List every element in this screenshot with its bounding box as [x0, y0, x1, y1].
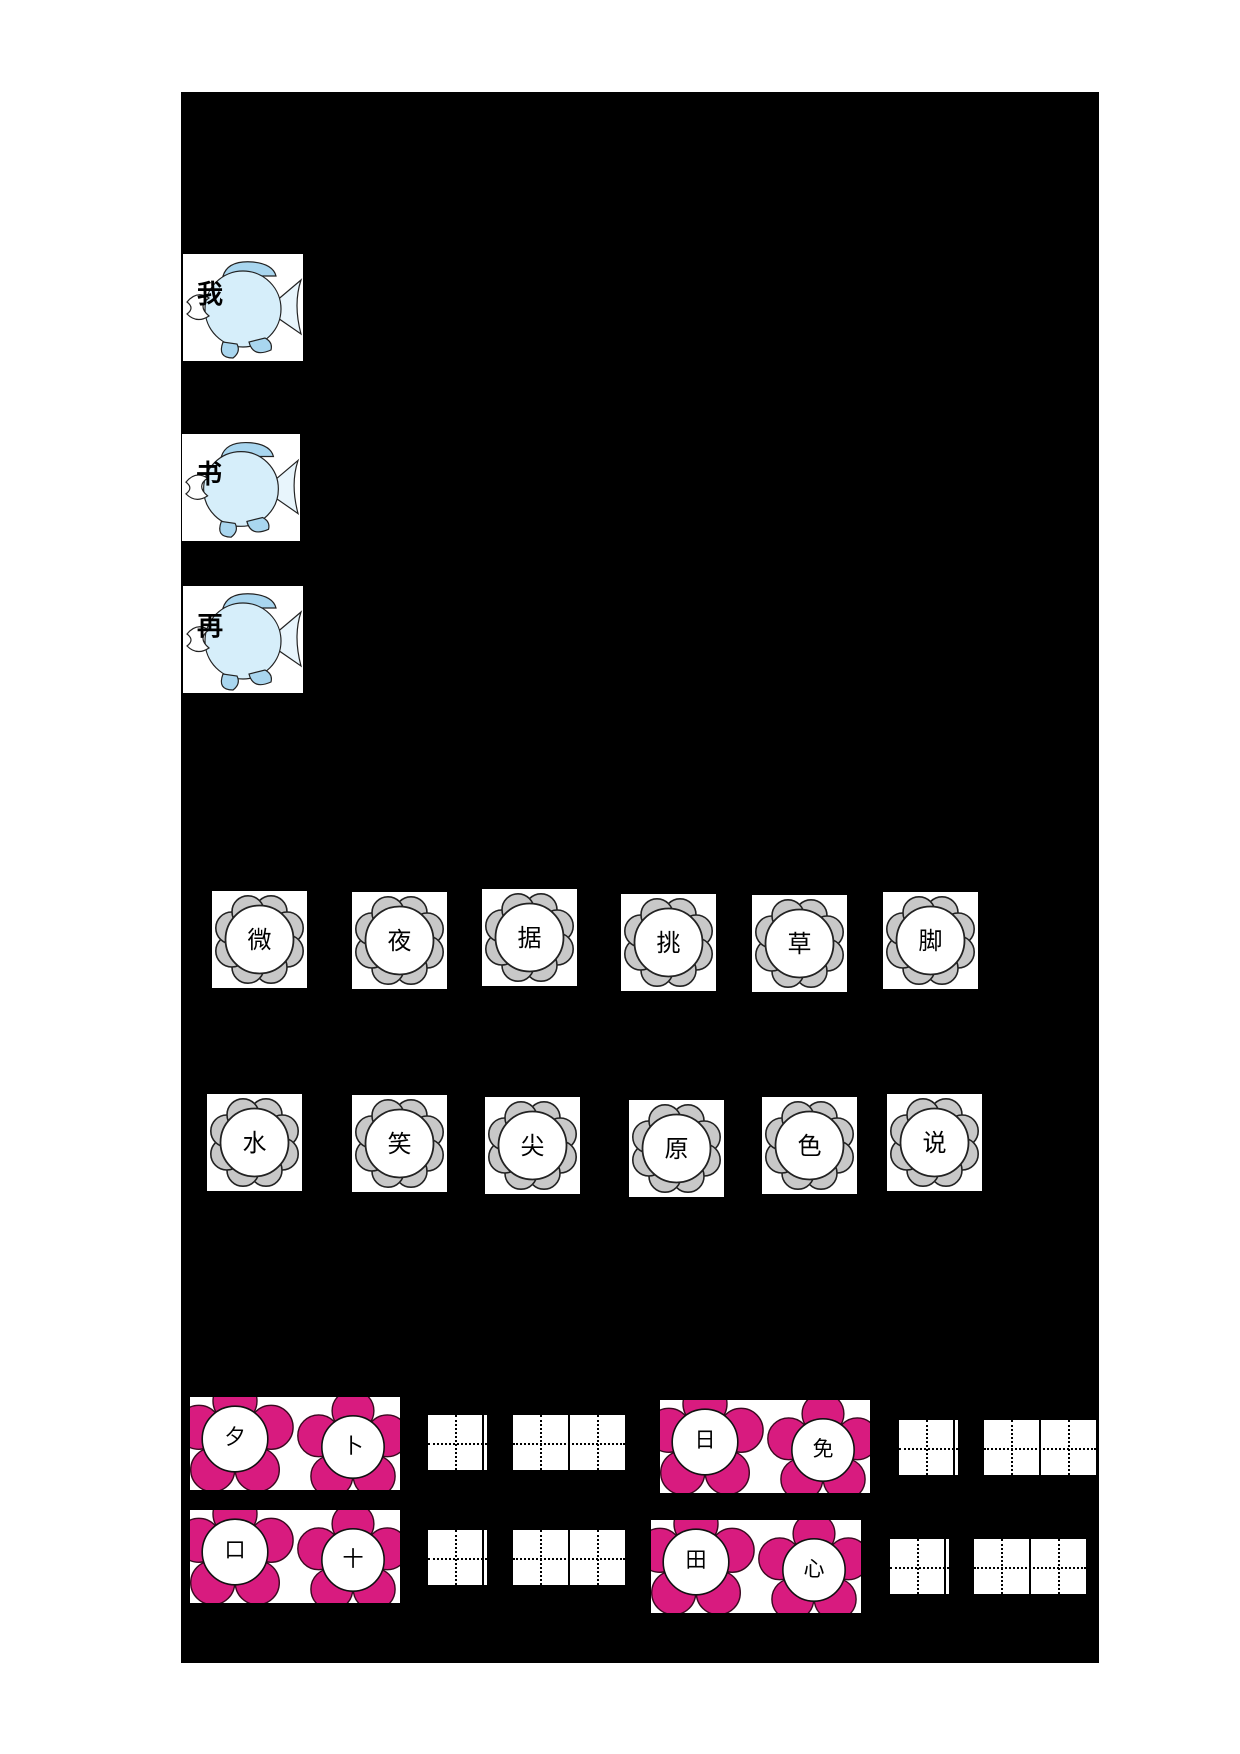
- pink-flower-pair-card: 日 免: [660, 1400, 870, 1493]
- flower-card: 据: [482, 889, 577, 986]
- gray-flower-icon: [889, 1097, 979, 1187]
- fish-icon: [186, 261, 303, 359]
- gray-flower-icon: [885, 895, 975, 985]
- writing-grid-double[interactable]: [984, 1420, 1096, 1475]
- flower-character: 尖: [520, 1131, 545, 1160]
- gray-flower-icon: [764, 1100, 854, 1190]
- flower-card: 水: [207, 1094, 302, 1191]
- pink-flower-pair-card: 口 十: [190, 1510, 400, 1603]
- flower-card: 尖: [485, 1097, 580, 1194]
- fish-character: 书: [196, 460, 223, 490]
- writing-grid-single[interactable]: [899, 1420, 958, 1475]
- flower-card: 色: [762, 1097, 857, 1194]
- right-flower-character: 心: [803, 1557, 825, 1581]
- flower-card: 原: [629, 1100, 724, 1197]
- flower-card: 脚: [883, 892, 978, 989]
- flower-character: 笑: [387, 1129, 412, 1158]
- right-flower-character: 卜: [342, 1434, 364, 1458]
- flower-character: 脚: [918, 926, 943, 955]
- flower-character: 微: [247, 925, 272, 954]
- flower-card: 挑: [621, 894, 716, 991]
- gray-flower-icon: [631, 1103, 721, 1193]
- pink-flower-pair-card: 夕 卜: [190, 1397, 400, 1490]
- flower-character: 挑: [656, 928, 681, 957]
- pink-flower-icon: [190, 1397, 400, 1490]
- pink-flower-icon: [190, 1510, 400, 1603]
- flower-character: 水: [242, 1128, 267, 1157]
- pink-flower-icon: [660, 1400, 870, 1493]
- flower-character: 夜: [387, 926, 412, 955]
- fish-character: 我: [197, 280, 224, 310]
- gray-flower-icon: [214, 894, 304, 984]
- writing-grid-double[interactable]: [974, 1539, 1086, 1594]
- fish-card-2: 书: [182, 434, 300, 541]
- flower-character: 据: [517, 923, 542, 952]
- flower-character: 色: [797, 1131, 822, 1160]
- writing-grid-single[interactable]: [428, 1415, 487, 1470]
- flower-card: 说: [887, 1094, 982, 1191]
- flower-character: 说: [922, 1128, 947, 1157]
- flower-character: 草: [787, 929, 812, 958]
- left-flower-character: 日: [694, 1428, 716, 1452]
- gray-flower-icon: [354, 895, 444, 985]
- pink-flower-pair-card: 田 心: [651, 1520, 861, 1613]
- left-flower-character: 口: [224, 1538, 246, 1562]
- gray-flower-icon: [484, 892, 574, 982]
- flower-card: 夜: [352, 892, 447, 989]
- right-flower-character: 十: [342, 1547, 364, 1571]
- fish-card-3: 再: [183, 586, 303, 693]
- flower-card: 笑: [352, 1095, 447, 1192]
- gray-flower-icon: [754, 898, 844, 988]
- right-flower-character: 免: [812, 1437, 834, 1461]
- left-flower-character: 夕: [224, 1425, 246, 1449]
- flower-character: 原: [664, 1134, 689, 1163]
- gray-flower-icon: [209, 1097, 299, 1187]
- pink-flower-icon: [651, 1520, 861, 1613]
- fish-character: 再: [197, 612, 224, 642]
- gray-flower-icon: [354, 1098, 444, 1188]
- writing-grid-single[interactable]: [890, 1539, 949, 1594]
- gray-flower-icon: [487, 1100, 577, 1190]
- fish-card-1: 我: [183, 254, 303, 361]
- fish-icon: [185, 441, 300, 538]
- fish-icon: [186, 593, 303, 691]
- gray-flower-icon: [623, 897, 713, 987]
- writing-grid-single[interactable]: [428, 1530, 487, 1585]
- writing-grid-double[interactable]: [513, 1530, 625, 1585]
- writing-grid-double[interactable]: [513, 1415, 625, 1470]
- left-flower-character: 田: [685, 1548, 707, 1572]
- flower-card: 微: [212, 891, 307, 988]
- flower-card: 草: [752, 895, 847, 992]
